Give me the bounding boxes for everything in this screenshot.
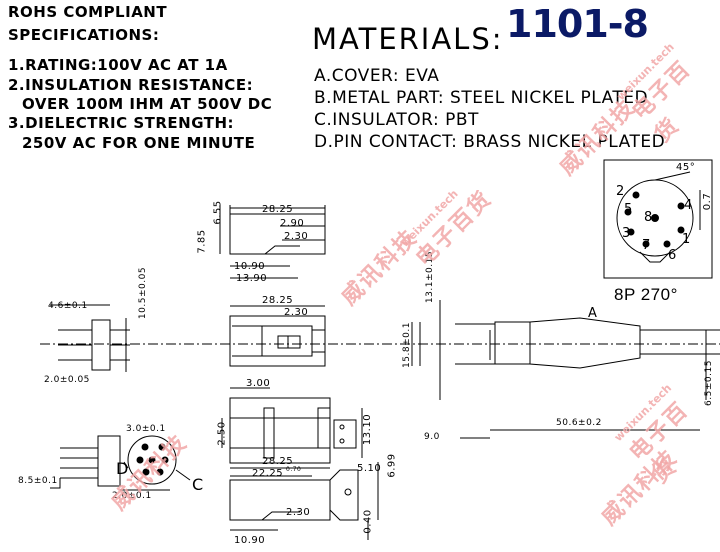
materials-title: MATERIALS: <box>312 22 504 56</box>
dim-lb-8-5: 8.5±0.1 <box>18 476 58 486</box>
dim-top-10-90: 10.90 <box>234 261 266 272</box>
cable-cover-a <box>494 321 531 365</box>
pin-view-frame <box>603 159 713 279</box>
dim-cl-2-50: 2.50 <box>216 421 228 446</box>
pin-view-angle: 45° <box>676 162 696 173</box>
dim-top-2-90: 2.90 <box>280 218 305 229</box>
dim-bot-2-30: 2.30 <box>286 507 311 518</box>
left-side-header <box>91 319 111 371</box>
dim-top-7-85: 7.85 <box>196 229 208 254</box>
material-metal: B.METAL PART: STEEL NICKEL PLATED <box>314 88 649 108</box>
dim-lb-3-0: 3.0±0.1 <box>126 424 166 434</box>
lower-view-body <box>229 397 331 464</box>
dim-bot-28-25: 28.25 <box>262 456 294 467</box>
pin-number-6: 6 <box>668 248 677 263</box>
material-pin: D.PIN CONTACT: BRASS NICKEL PLATED <box>314 132 666 152</box>
left-bottom-pin-circle <box>127 435 177 485</box>
dim-top-width: 28.25 <box>262 204 294 215</box>
pin-number-5: 5 <box>624 202 633 217</box>
pin-number-1: 1 <box>682 232 691 247</box>
spec-title-specifications: SPECIFICATIONS: <box>8 26 160 44</box>
spec-insulation-value: OVER 100M IHM AT 500V DC <box>22 95 273 113</box>
dim-bot-5-10: 5.10 <box>357 463 382 474</box>
label-d: D <box>116 459 129 478</box>
dim-left-2-0: 2.0±0.05 <box>44 375 90 385</box>
part-number: 1101-8 <box>506 2 649 46</box>
pin-number-2: 2 <box>616 184 625 199</box>
dim-bot-0-40: 0.40 <box>362 509 374 534</box>
dim-bot-6-99: 6.99 <box>386 453 398 478</box>
middle-view-body <box>229 315 326 367</box>
spec-dielectric: 3.DIELECTRIC STRENGTH: <box>8 114 235 132</box>
dim-mid-width: 28.25 <box>262 295 294 306</box>
pin-number-3: 3 <box>622 226 631 241</box>
dim-mid-2-30: 2.30 <box>284 307 309 318</box>
dim-left-10-5: 10.5±0.05 <box>138 266 149 320</box>
dim-lb-2-0: 2.0±0.1 <box>112 491 152 501</box>
label-c: C <box>192 475 204 494</box>
spec-insulation: 2.INSULATION RESISTANCE: <box>8 76 254 94</box>
material-insulator: C.INSULATOR: PBT <box>314 110 479 130</box>
left-bottom-header <box>97 435 121 487</box>
dim-bot-0-70: 0.70 <box>286 466 302 473</box>
spec-dielectric-value: 250V AC FOR ONE MINUTE <box>22 134 256 152</box>
dim-cable-15-8: 15.8±0.1 <box>401 322 412 368</box>
dim-bot-10-90: 10.90 <box>234 535 266 546</box>
dim-cable-50-6: 50.6±0.2 <box>556 418 602 428</box>
spec-title-rohs: ROHS COMPLIANT <box>8 3 168 21</box>
dim-cl-13-10: 13.10 <box>362 413 374 446</box>
bottom-view-body <box>229 479 331 521</box>
dim-bot-22-25: 22.25 <box>252 468 284 479</box>
pin-number-7: 7 <box>642 238 651 253</box>
pin-number-8: 8 <box>644 210 653 225</box>
dim-cl-3-00: 3.00 <box>246 378 271 389</box>
label-a: A <box>588 306 598 321</box>
pin-view-label: 8P 270° <box>614 285 678 304</box>
top-view-body <box>229 213 326 255</box>
material-cover: A.COVER: EVA <box>314 66 440 86</box>
dim-top-2-30: 2.30 <box>284 231 309 242</box>
dim-top-13-90: 13.90 <box>236 273 268 284</box>
dim-left-4-6: 4.6±0.1 <box>48 301 88 311</box>
pin-view-offset: 0.7 <box>702 192 714 211</box>
spec-rating: 1.RATING:100V AC AT 1A <box>8 56 228 74</box>
dim-cable-9-0: 9.0 <box>424 432 440 442</box>
pin-number-4: 4 <box>684 198 693 213</box>
dim-top-6-55: 6.55 <box>212 200 224 225</box>
